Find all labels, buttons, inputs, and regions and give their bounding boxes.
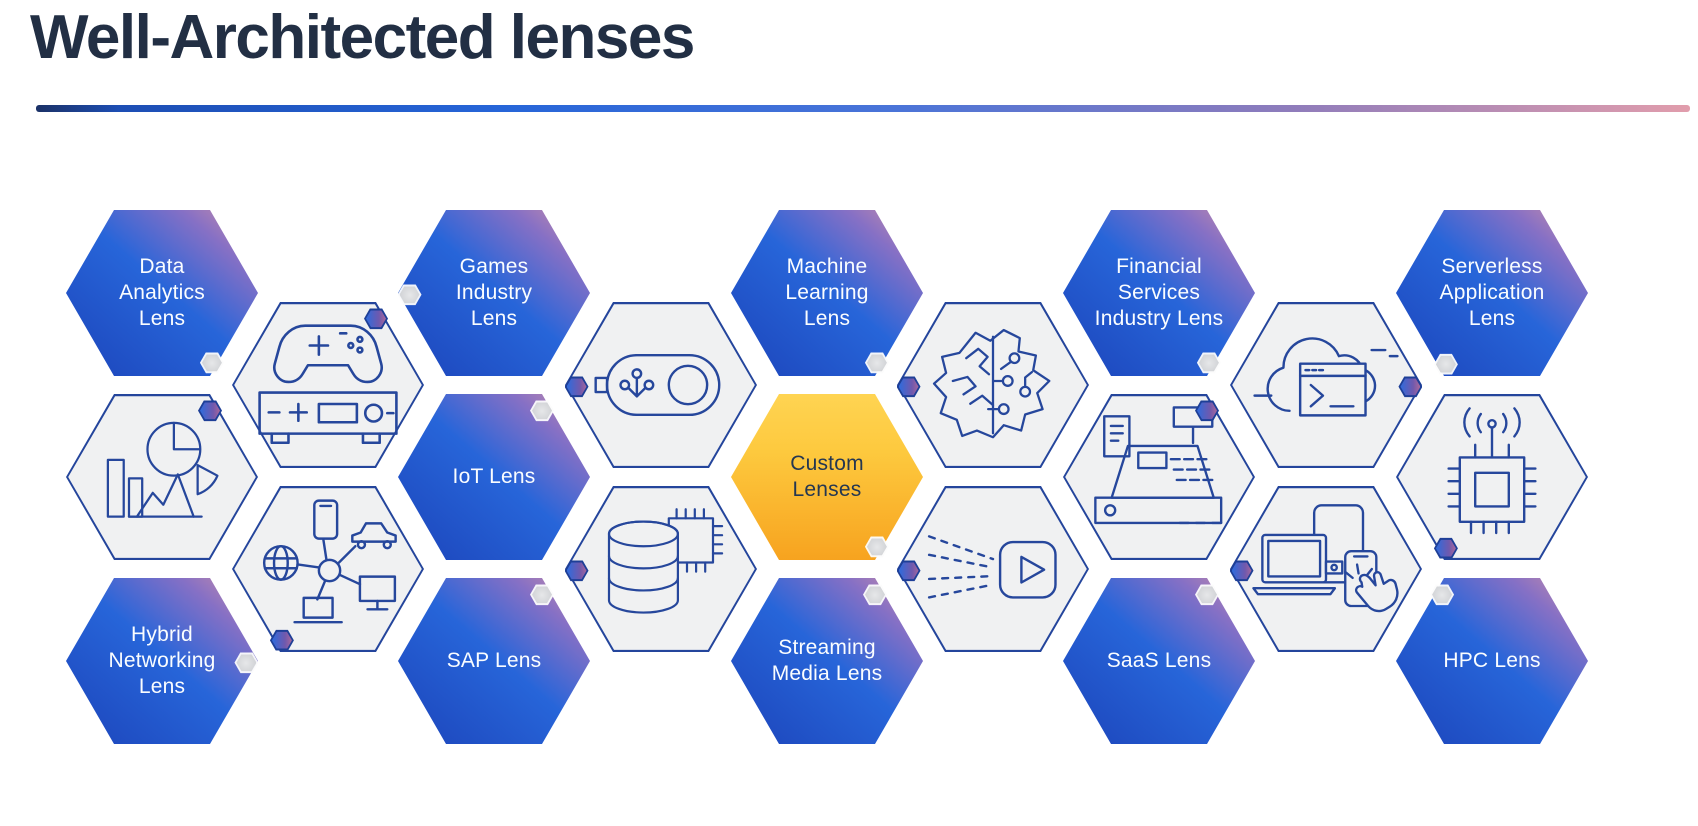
accent-hexagon	[269, 629, 294, 651]
accent-hexagon	[1196, 352, 1221, 374]
accent-hexagon	[1195, 400, 1219, 422]
tile-database-chip	[564, 486, 757, 652]
lens-label: IoT Lens	[452, 465, 536, 488]
multi-device-touch-icon	[1252, 504, 1399, 613]
accent-hexagon	[1398, 376, 1423, 398]
tile-games-industry-lens: Games Industry Lens	[397, 210, 590, 376]
database-chip-icon	[607, 508, 724, 614]
tile-streaming-media-lens: Streaming Media Lens	[731, 578, 923, 744]
page-title: Well-Architected lenses	[30, 3, 695, 72]
bar-pie-chart-icon	[106, 421, 219, 518]
accent-hexagon	[564, 560, 589, 582]
tile-saas-lens: SaaS Lens	[1063, 578, 1255, 744]
cash-register-icon	[1094, 406, 1223, 525]
hexagon	[1396, 578, 1588, 744]
accent-hexagon	[530, 584, 554, 606]
tile-hpc-lens: HPC Lens	[1396, 578, 1588, 744]
tile-chip-antenna	[1396, 394, 1588, 560]
hexagon	[731, 578, 923, 744]
accent-hexagon	[1195, 584, 1219, 606]
lens-label: Custom Lenses	[790, 452, 864, 501]
lens-label: SAP Lens	[446, 649, 542, 672]
tile-devices-touch	[1229, 486, 1422, 652]
chip-antenna-icon	[1447, 407, 1537, 535]
accent-hexagon	[364, 308, 388, 330]
accent-hexagon	[864, 352, 889, 374]
tile-serverless-application-lens: Serverless Application Lens	[1396, 210, 1588, 376]
tile-sap-lens: SAP Lens	[398, 578, 590, 744]
lens-label: Data Analytics Lens	[119, 255, 205, 330]
lens-label: Games Industry Lens	[455, 255, 533, 330]
tile-cash-register	[1063, 394, 1255, 560]
lens-label: Serverless Application Lens	[1439, 255, 1545, 330]
hexagon	[897, 486, 1089, 652]
tile-cloud-terminal	[1230, 302, 1423, 468]
tile-financial-services-industry-lens: Financial Services Industry Lens	[1063, 210, 1255, 376]
hexagon	[1063, 578, 1255, 744]
tile-ml-brain	[896, 302, 1089, 468]
accent-hexagon	[1433, 537, 1458, 559]
cloud-terminal-icon	[1253, 337, 1399, 417]
hexagon	[398, 578, 590, 744]
iot-device-network-icon	[262, 499, 397, 624]
lens-label: HPC Lens	[1443, 649, 1541, 672]
tile-game-tech	[232, 302, 424, 468]
hexagon	[66, 578, 258, 744]
accent-hexagon	[234, 652, 259, 674]
accent-hexagon	[530, 400, 554, 422]
accent-hexagon	[896, 376, 921, 398]
accent-hexagon	[864, 536, 889, 558]
tile-machine-learning-lens: Machine Learning Lens	[731, 210, 923, 376]
title-divider	[36, 105, 1690, 112]
tile-custom-lenses: Custom Lenses	[731, 394, 923, 560]
accent-hexagon	[564, 376, 589, 398]
lens-label: SaaS Lens	[1106, 649, 1212, 672]
lens-label: Streaming Media Lens	[771, 636, 883, 685]
game-controller-console-icon	[258, 324, 398, 445]
lens-label: Financial Services Industry Lens	[1094, 255, 1224, 330]
accent-hexagon	[863, 584, 887, 606]
ml-brain-circuit-icon	[932, 328, 1051, 439]
tile-analytics-chart	[66, 394, 258, 560]
accent-hexagon	[397, 284, 422, 306]
tile-iot-lens: IoT Lens	[398, 394, 590, 560]
lens-label: Machine Learning Lens	[785, 255, 869, 330]
lens-label: Hybrid Networking Lens	[108, 623, 216, 698]
accent-hexagon	[1433, 353, 1458, 375]
tile-iot-network	[232, 486, 424, 652]
tile-hybrid-networking-lens: Hybrid Networking Lens	[66, 578, 259, 744]
accent-hexagon	[1229, 560, 1254, 582]
streaming-play-icon	[927, 535, 1057, 599]
accent-hexagon	[896, 560, 921, 582]
accent-hexagon	[198, 400, 222, 422]
tile-data-analytics-lens: Data Analytics Lens	[66, 210, 258, 376]
tile-streaming-play	[896, 486, 1089, 652]
iot-toggle-icon	[594, 353, 721, 417]
tile-iot-toggle	[564, 302, 757, 468]
accent-hexagon	[199, 352, 224, 374]
accent-hexagon	[1430, 584, 1455, 606]
